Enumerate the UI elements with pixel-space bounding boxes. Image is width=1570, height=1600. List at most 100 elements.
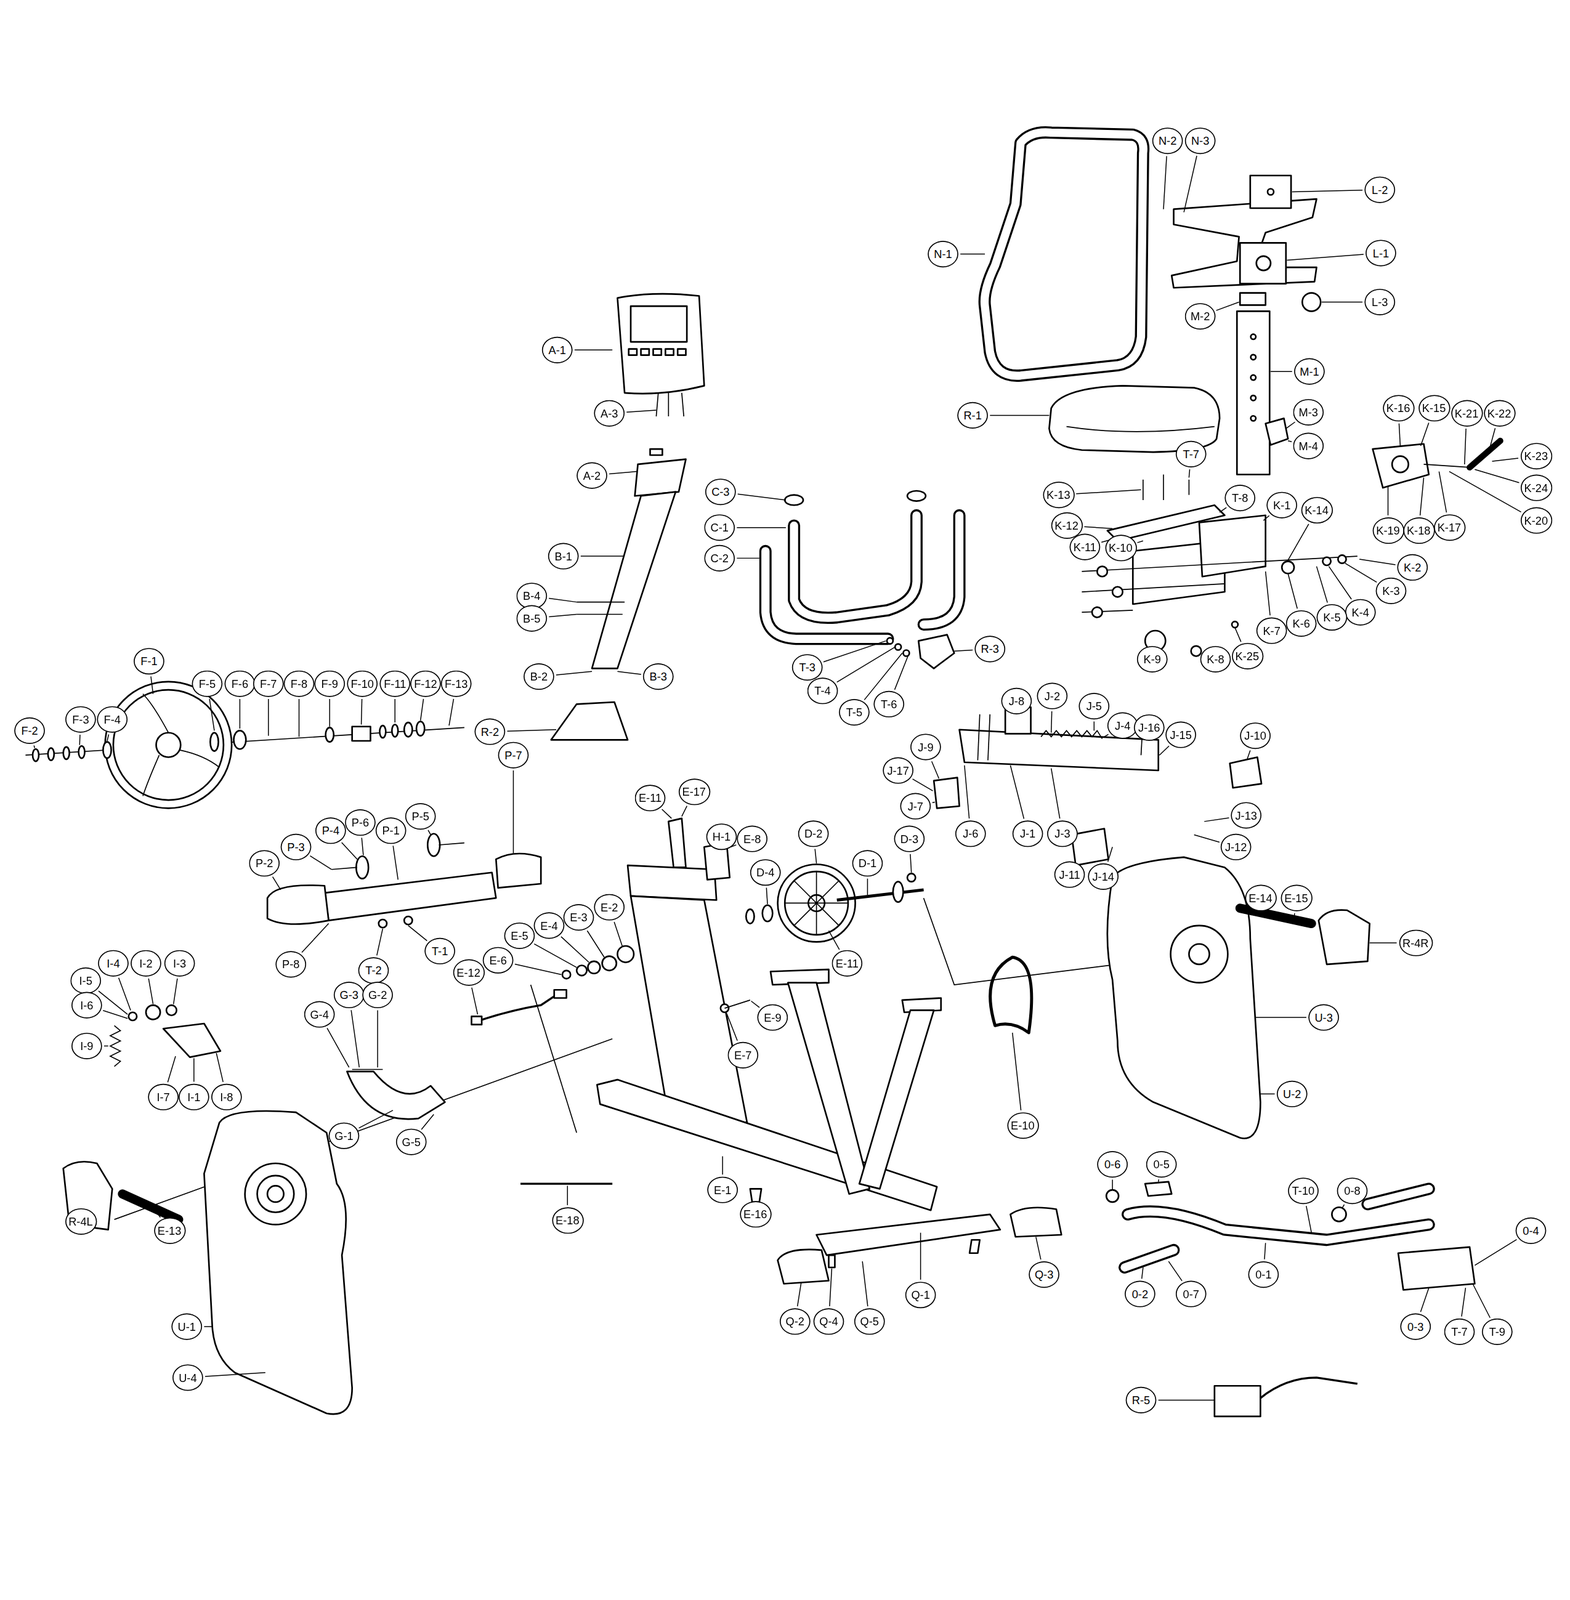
callout-circle: K-18 [1403, 517, 1435, 544]
callout-circle: E-4 [534, 912, 565, 939]
callout-number: I-3 [173, 957, 187, 970]
callout-circle: N-2 [1152, 127, 1184, 154]
callout-number: K-11 [1073, 540, 1097, 554]
callout-number: P-5 [411, 810, 429, 823]
leader-line [1051, 768, 1061, 819]
callout-number: E-15 [1284, 891, 1309, 905]
callout-circle: K-20 [1520, 507, 1552, 535]
callout-number: E-5 [510, 930, 528, 943]
leader-line [1474, 1239, 1517, 1266]
callout-circle: K-13 [1042, 481, 1075, 509]
callout-number: R-4R [1402, 936, 1429, 950]
leader-line [1345, 563, 1377, 583]
callout-circle: K-10 [1104, 534, 1137, 562]
callout-circle: K-4 [1345, 599, 1376, 626]
callout-number: J-13 [1234, 809, 1257, 822]
leader-line [1489, 428, 1495, 447]
leader-line [1188, 469, 1190, 478]
callout-number: T-8 [1231, 492, 1248, 505]
callout-number: H-1 [712, 830, 731, 844]
leader-line [1264, 1242, 1266, 1260]
leader-line [1204, 817, 1229, 822]
callout-number: B-5 [522, 612, 541, 625]
leader-line [193, 1058, 195, 1082]
callout-number: A-3 [600, 407, 618, 420]
leader-line [1247, 750, 1251, 759]
leader-line [394, 699, 396, 723]
callout-number: 0-6 [1104, 1158, 1121, 1171]
leader-line [1194, 834, 1220, 842]
callout-circle: E-17 [678, 778, 710, 806]
leader-line [567, 1185, 568, 1205]
leader-line [910, 854, 912, 873]
leader-line [1420, 477, 1425, 515]
callout-circle: J-10 [1239, 722, 1271, 749]
callout-circle: I-7 [147, 1084, 179, 1111]
callout-circle: K-19 [1372, 517, 1404, 544]
callout-circle: I-8 [211, 1084, 243, 1111]
callout-circle: C-3 [705, 478, 737, 506]
leader-line [150, 676, 154, 694]
leader-line [327, 1027, 350, 1068]
callout-number: J-14 [1092, 870, 1114, 883]
callout-number: T-6 [880, 697, 897, 711]
leader-line [1306, 1205, 1312, 1233]
callout-number: T-7 [1451, 1325, 1468, 1338]
callout-circle: E-7 [727, 1042, 759, 1069]
callout-circle: F-7 [253, 670, 284, 698]
callout-number: K-19 [1375, 524, 1401, 538]
callout-circle: R-3 [974, 635, 1006, 663]
leader-line [721, 1156, 723, 1175]
callout-number: R-5 [1132, 1393, 1150, 1407]
callout-circle: A-2 [576, 462, 608, 490]
leader-line [1387, 485, 1389, 516]
callout-circle: U-3 [1308, 1003, 1340, 1031]
callout-circle: G-3 [333, 981, 365, 1009]
callout-circle: T-3 [792, 654, 823, 681]
callout-circle: G-2 [362, 981, 393, 1009]
callout-circle: P-6 [344, 809, 376, 836]
leader-line [920, 1233, 921, 1280]
callout-number: T-2 [365, 964, 382, 977]
callout-number: J-12 [1225, 840, 1247, 854]
callout-circle: E-12 [452, 959, 485, 987]
callout-number: F-13 [444, 677, 468, 690]
callout-circle: K-21 [1450, 400, 1482, 427]
callout-circle: T-7 [1175, 441, 1207, 468]
leader-line [1420, 1287, 1429, 1312]
leader-line [1287, 573, 1298, 609]
leader-line [1472, 1284, 1490, 1319]
leader-line [361, 699, 363, 725]
callout-circle: B-5 [516, 605, 547, 632]
callout-circle: K-17 [1433, 514, 1465, 541]
leader-line [514, 963, 562, 975]
leader-line [1259, 1093, 1275, 1095]
callout-number: J-4 [1114, 719, 1131, 732]
callout-number: G-2 [368, 989, 387, 1002]
callout-number: Q-4 [819, 1315, 838, 1328]
callout-circle: F-8 [283, 670, 315, 698]
leader-line [1420, 423, 1429, 447]
callout-circle: K-6 [1286, 610, 1317, 637]
callout-number: F-7 [259, 677, 277, 690]
callout-circle: 0-3 [1400, 1313, 1431, 1341]
callout-number: A-1 [548, 343, 567, 357]
leader-line [104, 1045, 109, 1047]
callout-number: P-6 [351, 816, 369, 830]
leader-line [408, 925, 428, 942]
leader-line [726, 1013, 738, 1041]
callout-number: J-9 [917, 740, 934, 754]
leader-line [1287, 441, 1292, 443]
callout-circle: J-15 [1165, 721, 1197, 748]
callout-circle: T-9 [1481, 1318, 1513, 1346]
leader-line [736, 527, 786, 528]
leader-line [574, 349, 613, 351]
callout-circle: E-14 [1244, 885, 1277, 912]
leader-line [1328, 566, 1352, 600]
leader-line [205, 1372, 266, 1377]
callout-number: 0-4 [1522, 1224, 1539, 1237]
leader-line [1461, 1287, 1466, 1317]
leader-line [556, 671, 592, 676]
callout-number: K-4 [1351, 606, 1370, 619]
